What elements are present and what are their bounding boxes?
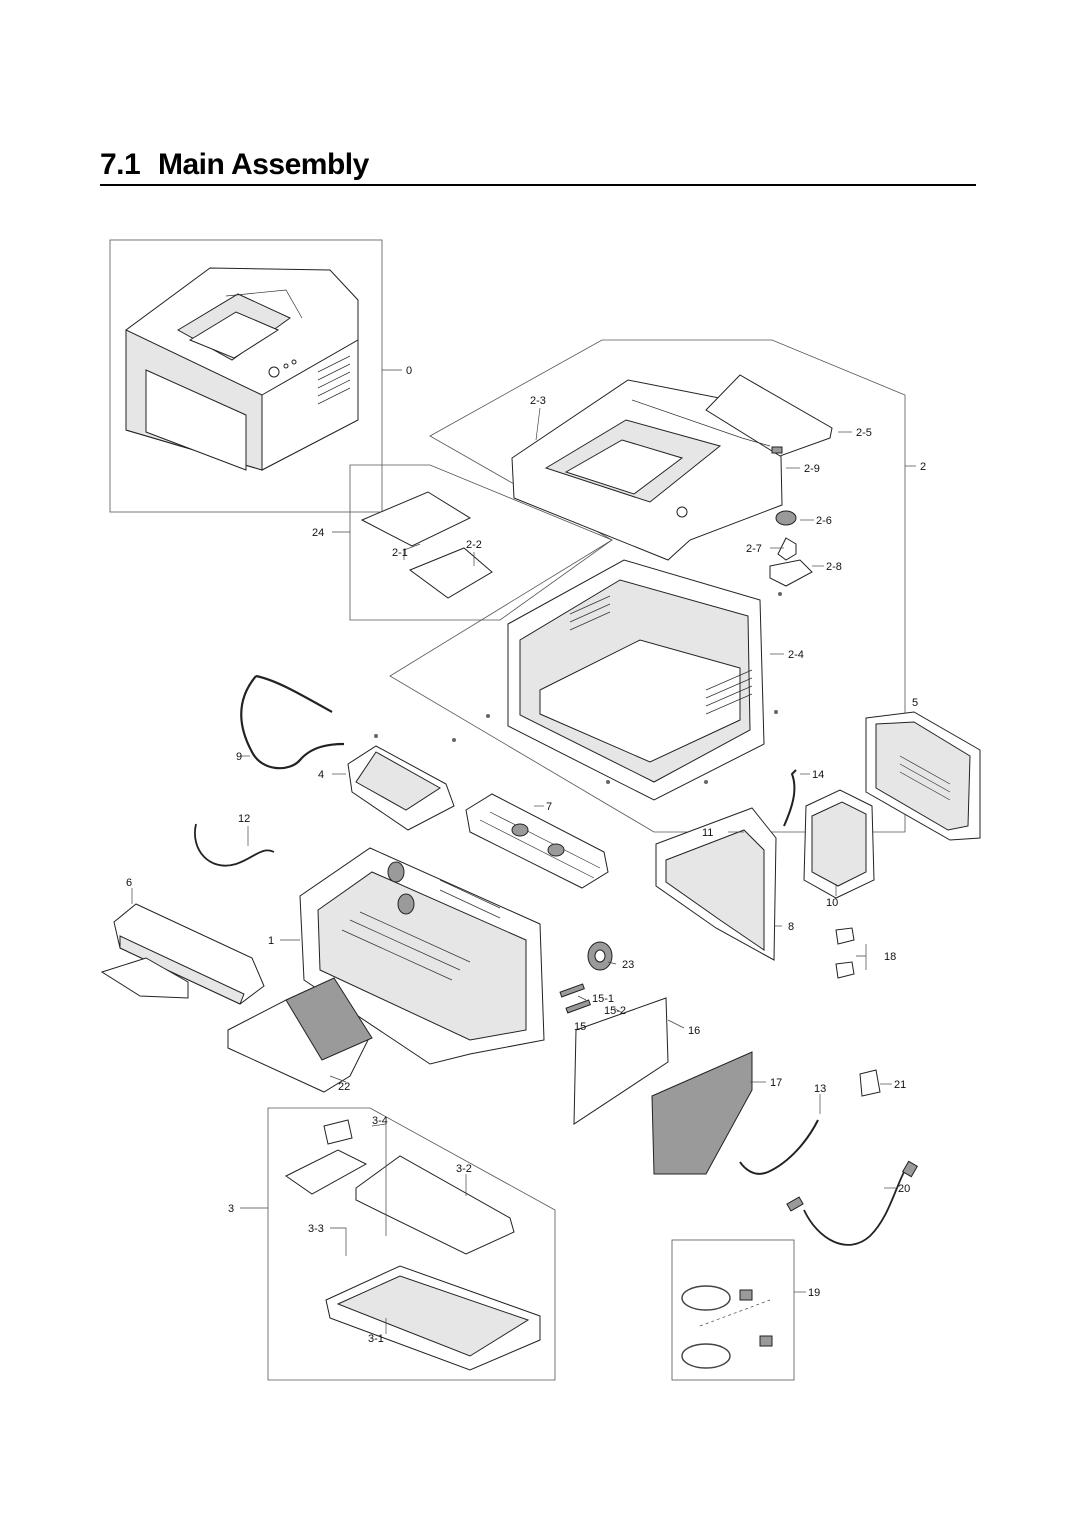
callout-22: 22 (338, 1081, 350, 1093)
side-bracket-16 (573, 997, 669, 1125)
callout-15: 15 (574, 1021, 586, 1033)
pickup-tray (227, 977, 373, 1093)
rear-cover-frame (486, 559, 778, 801)
brackets-18 (835, 927, 855, 979)
frame-complete-printer (109, 239, 383, 513)
callout-7: 7 (546, 801, 552, 813)
section-number: 7.1 (100, 148, 141, 181)
callout-15-2: 15-2 (604, 1005, 626, 1017)
fuser-unit (465, 793, 609, 889)
callout-0: 0 (406, 365, 412, 377)
harness-12 (194, 823, 275, 867)
callout-11: 11 (702, 827, 713, 839)
callout-3-2: 3-2 (456, 1163, 472, 1175)
callout-23: 23 (622, 959, 634, 971)
callout-18: 18 (884, 951, 896, 963)
sub-tray-pieces (360, 491, 493, 599)
callout-3-4: 3-4 (372, 1115, 388, 1127)
callout-2-5: 2-5 (856, 427, 872, 439)
page-title: Main Assembly (158, 148, 369, 181)
rear-cover-5 (865, 711, 981, 841)
callout-15-1: 15-1 (592, 993, 614, 1005)
callout-2-6: 2-6 (816, 515, 832, 527)
smps-board (803, 789, 875, 899)
heading-rule (100, 184, 976, 186)
callout-labels: 0 2-3 2-5 2-9 2 2-6 2-7 2-8 2-4 24 2-1 2… (126, 365, 926, 1345)
frame-power-cords (671, 1239, 795, 1381)
callout-4: 4 (318, 769, 324, 781)
callout-13: 13 (814, 1083, 826, 1095)
gear-23 (587, 941, 613, 971)
callout-2-9: 2-9 (804, 463, 820, 475)
exit-tray-cover (631, 374, 833, 457)
paper-tray-parts (285, 1119, 541, 1371)
page-heading: 7.1 Main Assembly (100, 148, 980, 192)
callout-6: 6 (126, 877, 132, 889)
leader-lines (131, 369, 916, 1334)
callout-3-3: 3-3 (308, 1223, 324, 1235)
callout-20: 20 (898, 1183, 910, 1195)
holder-15 (559, 983, 591, 1014)
complete-printer (125, 267, 359, 471)
harness-9 (240, 674, 345, 770)
callout-16: 16 (688, 1025, 700, 1037)
callout-14: 14 (812, 769, 824, 781)
main-frame (299, 847, 545, 1065)
top-cover (511, 379, 783, 561)
frame-cover-group (389, 339, 906, 833)
callout-2-8: 2-8 (826, 561, 842, 573)
callout-5: 5 (912, 697, 918, 709)
knock-up-lever (775, 510, 797, 561)
cable-14 (783, 769, 797, 827)
callout-1: 1 (268, 935, 274, 947)
power-cords-19 (681, 1285, 773, 1369)
toner-cartridge (100, 903, 265, 1005)
cover-bracket (769, 559, 813, 596)
harness-13 (739, 1119, 819, 1175)
callout-9: 9 (236, 751, 242, 763)
callout-3: 3 (228, 1203, 234, 1215)
callout-21: 21 (894, 1079, 906, 1091)
callout-19: 19 (808, 1287, 820, 1299)
callout-17: 17 (770, 1077, 782, 1089)
side-frame (655, 807, 777, 961)
frame-tray-cover-subgroup (349, 464, 613, 621)
usb-cable-20 (786, 1160, 919, 1246)
callout-2-7: 2-7 (746, 543, 762, 555)
callout-2-3: 2-3 (530, 395, 546, 407)
callout-3-1: 3-1 (368, 1333, 384, 1345)
bracket-21 (859, 1069, 881, 1097)
laser-scanner-unit (347, 734, 456, 831)
frame-paper-tray-group (267, 1107, 556, 1381)
callout-2-4: 2-4 (788, 649, 804, 661)
shield-17 (651, 1051, 753, 1175)
callout-8: 8 (788, 921, 794, 933)
callout-24: 24 (312, 527, 324, 539)
callout-10: 10 (826, 897, 838, 909)
callout-2-1: 2-1 (392, 547, 408, 559)
callout-12: 12 (238, 813, 250, 825)
callout-2: 2 (920, 461, 926, 473)
callout-2-2: 2-2 (466, 539, 482, 551)
